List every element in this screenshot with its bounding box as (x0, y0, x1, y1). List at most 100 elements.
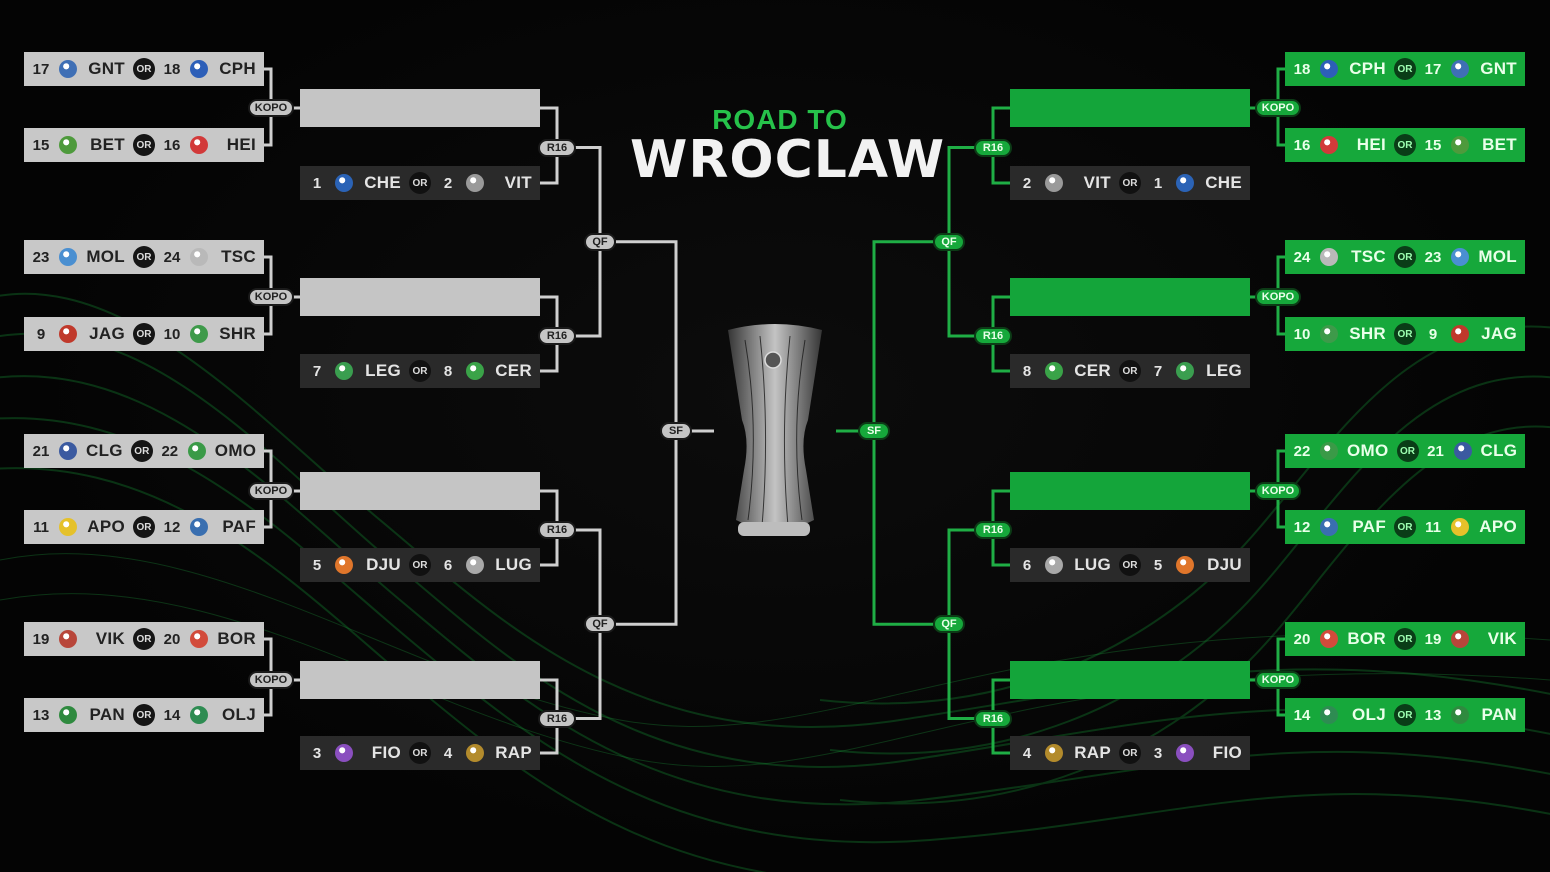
club-badge-icon (1045, 556, 1063, 574)
left-r16-tag: R16 (538, 521, 576, 539)
team-seed: 13 (1424, 706, 1442, 724)
team-seed: 4 (443, 744, 453, 762)
right-r16-tag: R16 (974, 521, 1012, 539)
team-seed: 7 (1153, 362, 1163, 380)
team-abbr: GNT (1480, 59, 1517, 78)
team-seed: 3 (312, 744, 322, 762)
or-badge: OR (1394, 246, 1416, 268)
team-seed: 22 (161, 442, 179, 460)
or-badge: OR (1394, 516, 1416, 538)
right-r16-tag: R16 (974, 709, 1012, 728)
team-abbr: PAF (222, 517, 256, 536)
team-seed: 22 (1293, 442, 1311, 460)
team-abbr: BOR (1347, 629, 1386, 648)
club-badge-icon (190, 706, 208, 724)
team-entry[interactable]: 3 FIO (300, 736, 409, 770)
left-qf-tag: QF (584, 232, 616, 251)
or-badge: OR (133, 134, 155, 156)
club-badge-icon (1453, 442, 1472, 460)
right-r16-tag: R16 (974, 138, 1012, 157)
club-badge-icon (59, 630, 77, 648)
or-badge: OR (133, 516, 155, 538)
club-badge-icon (1451, 136, 1469, 154)
team-abbr: FIO (371, 743, 401, 762)
team-seed: 10 (163, 325, 181, 343)
left-kopo-tag: KOPO (248, 482, 294, 500)
team-seed: 5 (312, 556, 322, 574)
